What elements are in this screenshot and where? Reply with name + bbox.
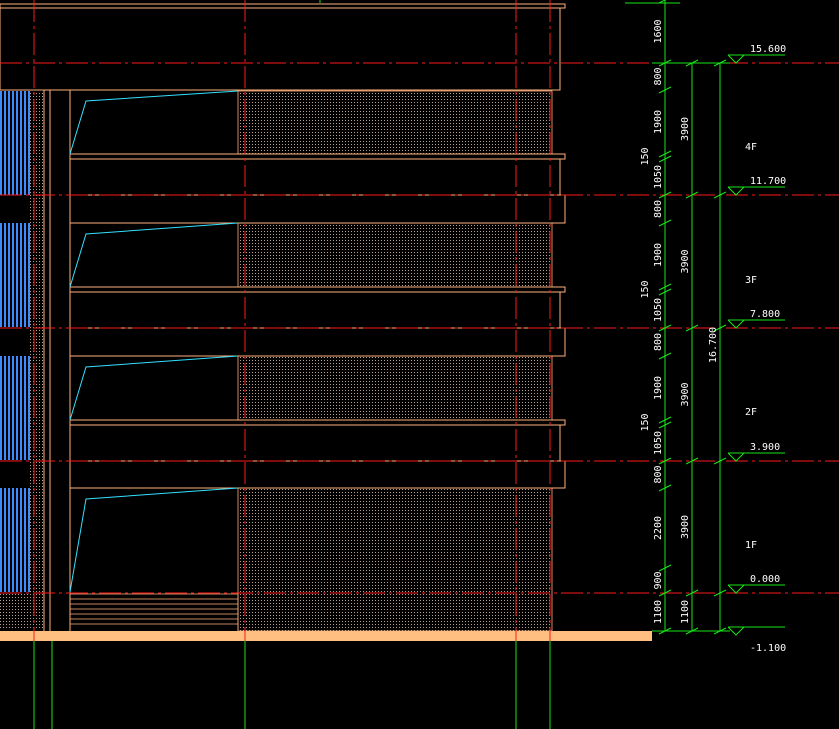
dimension-tick bbox=[658, 627, 672, 635]
window-frames bbox=[69, 90, 239, 593]
dimension-value: 1100 bbox=[653, 600, 664, 624]
level-markers: 15.600 11.700 7.800 3.900 0.000 -1.100 bbox=[727, 44, 786, 654]
railing-base bbox=[0, 592, 44, 630]
floor-label: 3F bbox=[745, 275, 757, 286]
dimension-tick bbox=[685, 457, 699, 465]
level-marker: 7.800 bbox=[727, 309, 785, 329]
dimension-values-storey: 3900 3900 3900 3900 1100 bbox=[680, 117, 691, 624]
level-value: -1.100 bbox=[750, 643, 786, 654]
dimension-tick bbox=[658, 564, 672, 572]
dimension-value: 1900 bbox=[653, 376, 664, 400]
dimension-tick bbox=[658, 283, 672, 291]
dimension-tick bbox=[713, 627, 727, 635]
dimension-tick bbox=[685, 589, 699, 597]
dimension-value: 1900 bbox=[653, 243, 664, 267]
dimension-tick bbox=[713, 59, 727, 67]
dimension-tick bbox=[658, 421, 672, 429]
railing-2f bbox=[0, 356, 30, 460]
level-value: 11.700 bbox=[750, 176, 786, 187]
level-marker: 15.600 bbox=[727, 44, 786, 64]
dimension-value: 3900 bbox=[680, 117, 691, 141]
dimension-values-fine: 1600800190015010508001900150105080019001… bbox=[640, 19, 664, 624]
dimension-tick bbox=[658, 86, 672, 94]
dimension-value: 1600 bbox=[653, 19, 664, 43]
wall-panel-2f bbox=[237, 355, 553, 421]
wall-panel-1f bbox=[237, 487, 553, 632]
dimension-tick bbox=[685, 59, 699, 67]
dimension-value: 800 bbox=[653, 465, 664, 483]
dimension-tick bbox=[658, 59, 672, 67]
dimension-tick bbox=[713, 191, 727, 199]
railing-3f bbox=[0, 223, 30, 327]
dimension-value: 800 bbox=[653, 333, 664, 351]
dimension-ticks bbox=[658, 0, 727, 635]
dimension-tick bbox=[658, 416, 672, 424]
dimension-tick bbox=[658, 589, 672, 597]
dimension-tick bbox=[658, 352, 672, 360]
dimension-tick bbox=[658, 324, 672, 332]
dimension-value: 1050 bbox=[653, 165, 664, 189]
dimension-value: 1050 bbox=[653, 298, 664, 322]
floor-label: 4F bbox=[745, 142, 757, 153]
level-value: 3.900 bbox=[750, 442, 780, 453]
roof-cap bbox=[0, 3, 566, 9]
dimension-tick bbox=[713, 324, 727, 332]
dimension-tick bbox=[685, 324, 699, 332]
dimension-tick bbox=[658, 150, 672, 158]
dimension-tick bbox=[685, 627, 699, 635]
floor-label: 2F bbox=[745, 407, 757, 418]
dimension-tick bbox=[658, 191, 672, 199]
roof-parapet bbox=[0, 7, 561, 91]
level-marker: 11.700 bbox=[727, 176, 786, 196]
dimension-tick bbox=[658, 219, 672, 227]
dimension-value: 800 bbox=[653, 200, 664, 218]
dimension-value: 3900 bbox=[680, 515, 691, 539]
dimension-value: 3900 bbox=[680, 249, 691, 273]
level-value: 0.000 bbox=[750, 574, 780, 585]
dimension-tick bbox=[658, 288, 672, 296]
dimension-tick bbox=[658, 457, 672, 465]
grid-ticks bbox=[33, 0, 551, 729]
dimension-value: 1100 bbox=[680, 600, 691, 624]
level-marker: -1.100 bbox=[727, 626, 786, 654]
dimension-tick bbox=[658, 484, 672, 492]
dimension-tick bbox=[658, 155, 672, 163]
level-value: 15.600 bbox=[750, 44, 786, 55]
level-marker: 0.000 bbox=[727, 574, 785, 594]
dimension-value: 150 bbox=[640, 280, 651, 298]
dimension-total: 16.700 bbox=[708, 327, 719, 363]
railing-4f bbox=[0, 91, 30, 195]
ground-line bbox=[0, 631, 652, 641]
wall-panel-3f bbox=[237, 222, 553, 288]
railing-1f bbox=[0, 488, 30, 592]
level-marker: 3.900 bbox=[727, 442, 785, 462]
dimension-value: 1050 bbox=[653, 431, 664, 455]
dimension-value: 2200 bbox=[653, 516, 664, 540]
dimension-tick bbox=[685, 191, 699, 199]
dimension-tick bbox=[713, 589, 727, 597]
dimension-chain bbox=[625, 0, 730, 632]
left-column-hatch bbox=[30, 91, 44, 592]
dimension-value: 150 bbox=[640, 147, 651, 165]
floor-labels: 4F 3F 2F 1F bbox=[745, 142, 757, 551]
wall-panel-4f bbox=[237, 90, 553, 155]
dimension-value: 800 bbox=[653, 67, 664, 85]
dimension-tick bbox=[658, 0, 667, 4]
level-value: 7.800 bbox=[750, 309, 780, 320]
dimension-value: 900 bbox=[653, 571, 664, 589]
entry-steps bbox=[70, 592, 239, 631]
dimension-value: 3900 bbox=[680, 382, 691, 406]
building-elevation bbox=[0, 3, 652, 641]
floor-label: 1F bbox=[745, 540, 757, 551]
dimension-tick bbox=[713, 457, 727, 465]
dimension-value: 1900 bbox=[653, 110, 664, 134]
dimension-value: 150 bbox=[640, 413, 651, 431]
